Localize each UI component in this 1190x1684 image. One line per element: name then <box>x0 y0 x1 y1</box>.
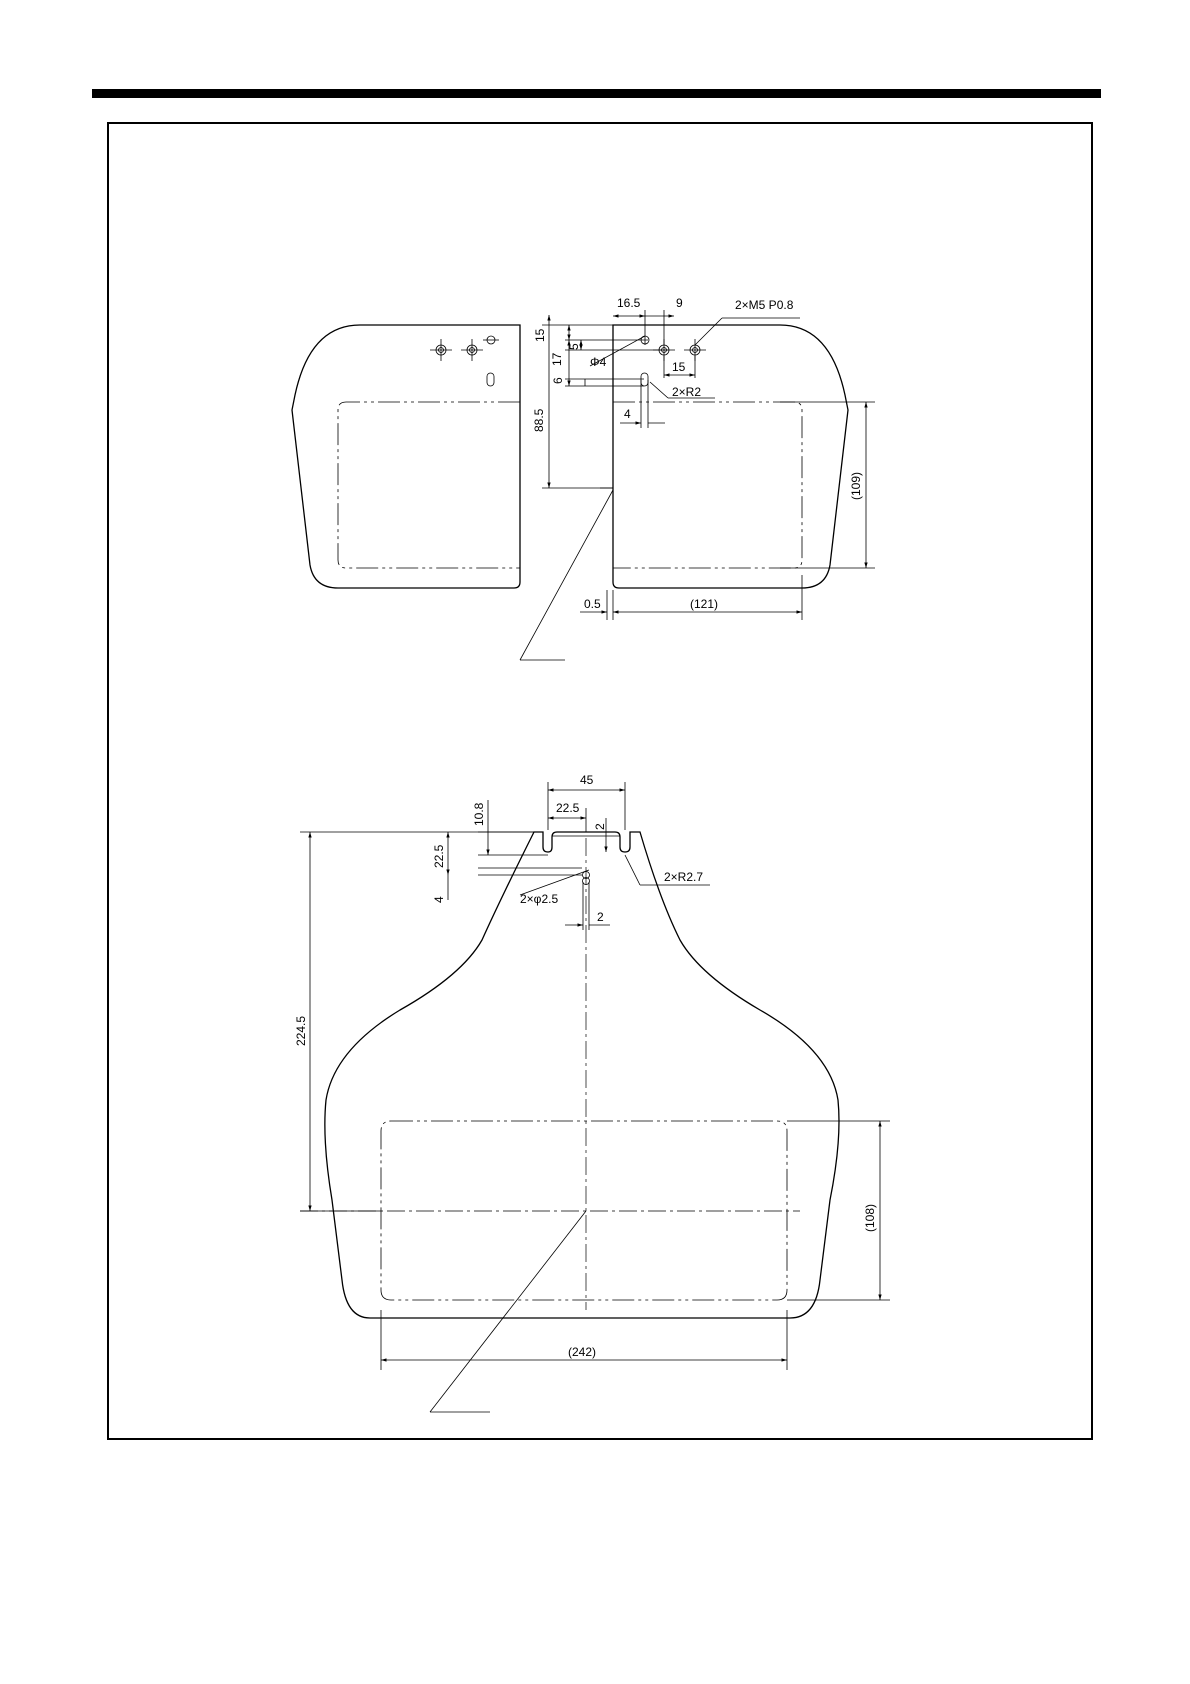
lower-view: 45 22.5 10.8 2 22.5 2×R2.7 4 2×φ2.5 2 22… <box>294 773 890 1412</box>
dim-17: 17 <box>550 352 564 366</box>
upper-left-plate-outline <box>292 325 520 588</box>
lower-phantom-area <box>381 1121 787 1300</box>
dim-88-5: 88.5 <box>532 408 546 432</box>
dim-109: (109) <box>849 472 863 500</box>
dim-phi2-5: 2×φ2.5 <box>520 892 558 906</box>
dim-r2-7: 2×R2.7 <box>664 870 703 884</box>
dim-thread-m5: 2×M5 P0.8 <box>735 298 794 312</box>
dim-4-lower: 4 <box>432 896 446 903</box>
lower-plate-outline <box>325 832 839 1318</box>
dim-0-5: 0.5 <box>584 597 601 611</box>
dim-108: (108) <box>863 1204 877 1232</box>
dim-phi4: Φ4 <box>590 355 607 369</box>
dim-22-5-horizontal: 22.5 <box>556 801 580 815</box>
dim-6: 6 <box>551 377 565 384</box>
dim-2-horizontal: 2 <box>597 910 604 924</box>
dim-4-upper: 4 <box>624 407 631 421</box>
upper-view: 16.5 9 2×M5 P0.8 15 5 17 Φ4 15 6 2×R2 4 … <box>292 296 875 660</box>
dim-5: 5 <box>567 343 581 350</box>
dim-15-right: 15 <box>672 360 686 374</box>
dim-16-5: 16.5 <box>617 296 641 310</box>
upper-right-plate-outline <box>613 325 848 588</box>
dim-22-5-vertical: 22.5 <box>432 844 446 868</box>
dim-45: 45 <box>580 773 594 787</box>
dim-242: (242) <box>568 1345 596 1359</box>
dim-15-top: 15 <box>533 328 547 342</box>
dim-r2: 2×R2 <box>672 385 701 399</box>
dim-224-5: 224.5 <box>294 1016 308 1046</box>
upper-left-phantom-area <box>338 402 520 568</box>
upper-left-holes <box>430 336 499 386</box>
dim-121: (121) <box>690 597 718 611</box>
dim-9: 9 <box>676 296 683 310</box>
dim-10-8: 10.8 <box>472 802 486 826</box>
dim-2-vertical: 2 <box>593 823 607 830</box>
